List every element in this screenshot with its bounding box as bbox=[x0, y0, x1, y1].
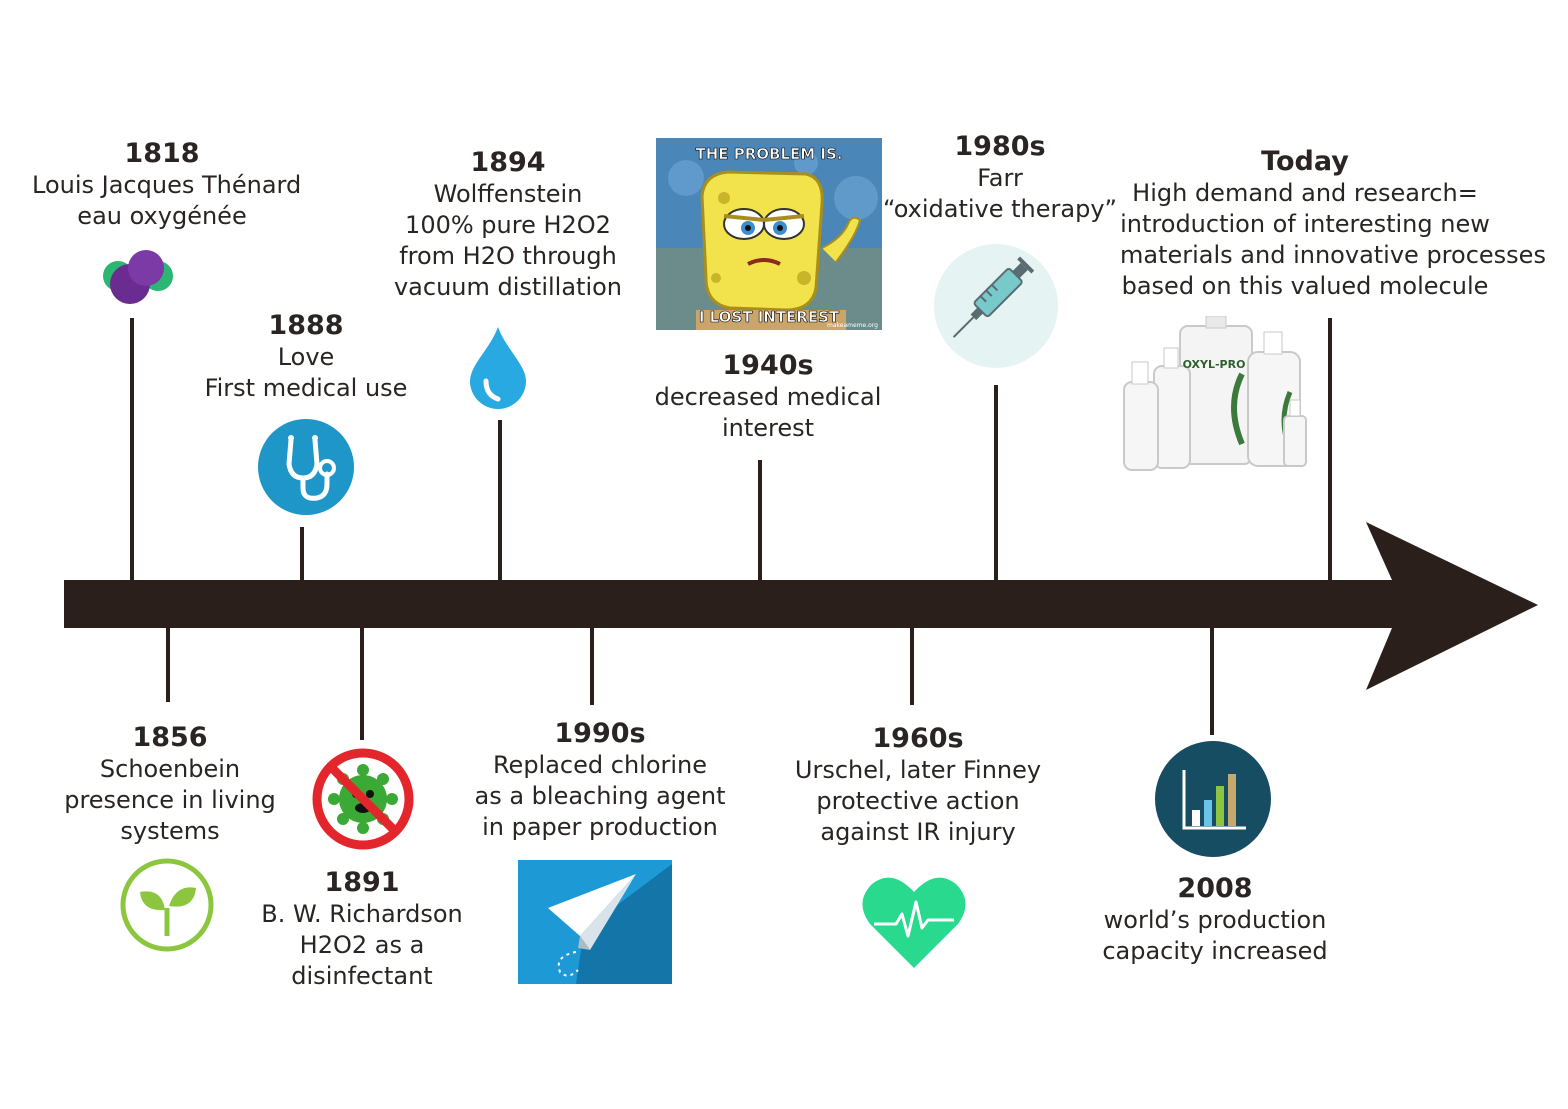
event-1980-label: 1980s Farr “oxidative therapy” bbox=[880, 130, 1120, 225]
event-line: First medical use bbox=[204, 374, 408, 402]
event-line: “oxidative therapy” bbox=[883, 195, 1117, 223]
connector-lines bbox=[130, 318, 1332, 740]
event-1888-label: 1888 Love First medical use bbox=[196, 309, 416, 404]
event-year: 1940s bbox=[722, 350, 814, 381]
no-germ-icon bbox=[312, 748, 414, 850]
event-line: vacuum distillation bbox=[393, 273, 623, 301]
event-line: world’s production bbox=[1103, 906, 1327, 934]
event-line: disinfectant bbox=[291, 962, 433, 990]
event-line: 100% pure H2O2 bbox=[405, 211, 611, 239]
event-line: High demand and research= bbox=[1132, 179, 1478, 207]
event-line: Farr bbox=[977, 164, 1023, 192]
event-today-label: Today High demand and research= introduc… bbox=[1120, 145, 1546, 302]
event-1990-label: 1990s Replaced chlorine as a bleaching a… bbox=[470, 717, 730, 843]
event-year: Today bbox=[1261, 146, 1349, 177]
event-line: eau oxygénée bbox=[77, 202, 247, 230]
event-line: Love bbox=[277, 343, 335, 371]
event-line: protective action bbox=[816, 787, 1020, 815]
event-1960-label: 1960s Urschel, later Finney protective a… bbox=[780, 722, 1056, 848]
event-line: interest bbox=[721, 414, 815, 442]
bar-chart-icon bbox=[1155, 741, 1271, 857]
event-line: materials and innovative processes bbox=[1120, 241, 1546, 269]
event-line: presence in living bbox=[64, 786, 276, 814]
meme-top-text: THE PROBLEM IS. bbox=[695, 145, 842, 163]
syringe-icon bbox=[934, 244, 1058, 368]
molecule-icon bbox=[103, 250, 173, 304]
event-year: 1856 bbox=[132, 722, 208, 753]
meme-watermark: makeameme.org bbox=[827, 322, 878, 329]
meme-bottom-text: I LOST INTEREST bbox=[699, 308, 840, 326]
event-line: B. W. Richardson bbox=[261, 900, 463, 928]
event-line: Urschel, later Finney bbox=[794, 756, 1042, 784]
paper-plane-icon bbox=[518, 860, 672, 984]
product-bottles-image: OXYL-PRO bbox=[1123, 316, 1307, 471]
event-year: 1891 bbox=[324, 867, 400, 898]
event-line: Wolffenstein bbox=[433, 180, 583, 208]
event-year: 1990s bbox=[554, 718, 646, 749]
stethoscope-icon bbox=[258, 419, 354, 515]
timeline-arrow-shape bbox=[64, 522, 1538, 690]
event-2008-label: 2008 world’s production capacity increas… bbox=[1090, 872, 1340, 967]
event-1891-label: 1891 B. W. Richardson H2O2 as a disinfec… bbox=[250, 866, 474, 992]
event-1940-label: 1940s decreased medical interest bbox=[648, 349, 888, 444]
meme-image: THE PROBLEM IS. I LOST INTEREST makeamem… bbox=[656, 138, 882, 330]
event-year: 1888 bbox=[268, 310, 344, 341]
event-1856-label: 1856 Schoenbein presence in living syste… bbox=[60, 721, 280, 847]
heartbeat-icon bbox=[862, 877, 966, 968]
event-line: Louis Jacques Thénard bbox=[32, 171, 302, 199]
event-line: decreased medical bbox=[654, 383, 882, 411]
event-line: in paper production bbox=[482, 813, 718, 841]
event-year: 1980s bbox=[954, 131, 1046, 162]
event-line: systems bbox=[120, 817, 220, 845]
event-line: introduction of interesting new bbox=[1120, 210, 1490, 238]
event-year: 2008 bbox=[1177, 873, 1253, 904]
event-line: based on this valued molecule bbox=[1121, 272, 1489, 300]
event-line: from H2O through bbox=[399, 242, 617, 270]
event-1818-label: 1818 Louis Jacques Thénard eau oxygénée bbox=[32, 137, 302, 232]
event-line: H2O2 as a bbox=[299, 931, 425, 959]
sprout-icon bbox=[120, 858, 214, 952]
event-year: 1818 bbox=[124, 138, 200, 169]
event-1894-label: 1894 Wolffenstein 100% pure H2O2 from H2… bbox=[388, 146, 628, 303]
event-line: against IR injury bbox=[820, 818, 1016, 846]
event-line: capacity increased bbox=[1102, 937, 1328, 965]
event-line: Replaced chlorine bbox=[492, 751, 708, 779]
event-year: 1894 bbox=[470, 147, 546, 178]
event-year: 1960s bbox=[872, 723, 964, 754]
water-drop-icon bbox=[470, 327, 526, 409]
event-line: as a bleaching agent bbox=[474, 782, 726, 810]
event-line: Schoenbein bbox=[99, 755, 241, 783]
product-brand-label: OXYL-PRO bbox=[1183, 358, 1246, 371]
